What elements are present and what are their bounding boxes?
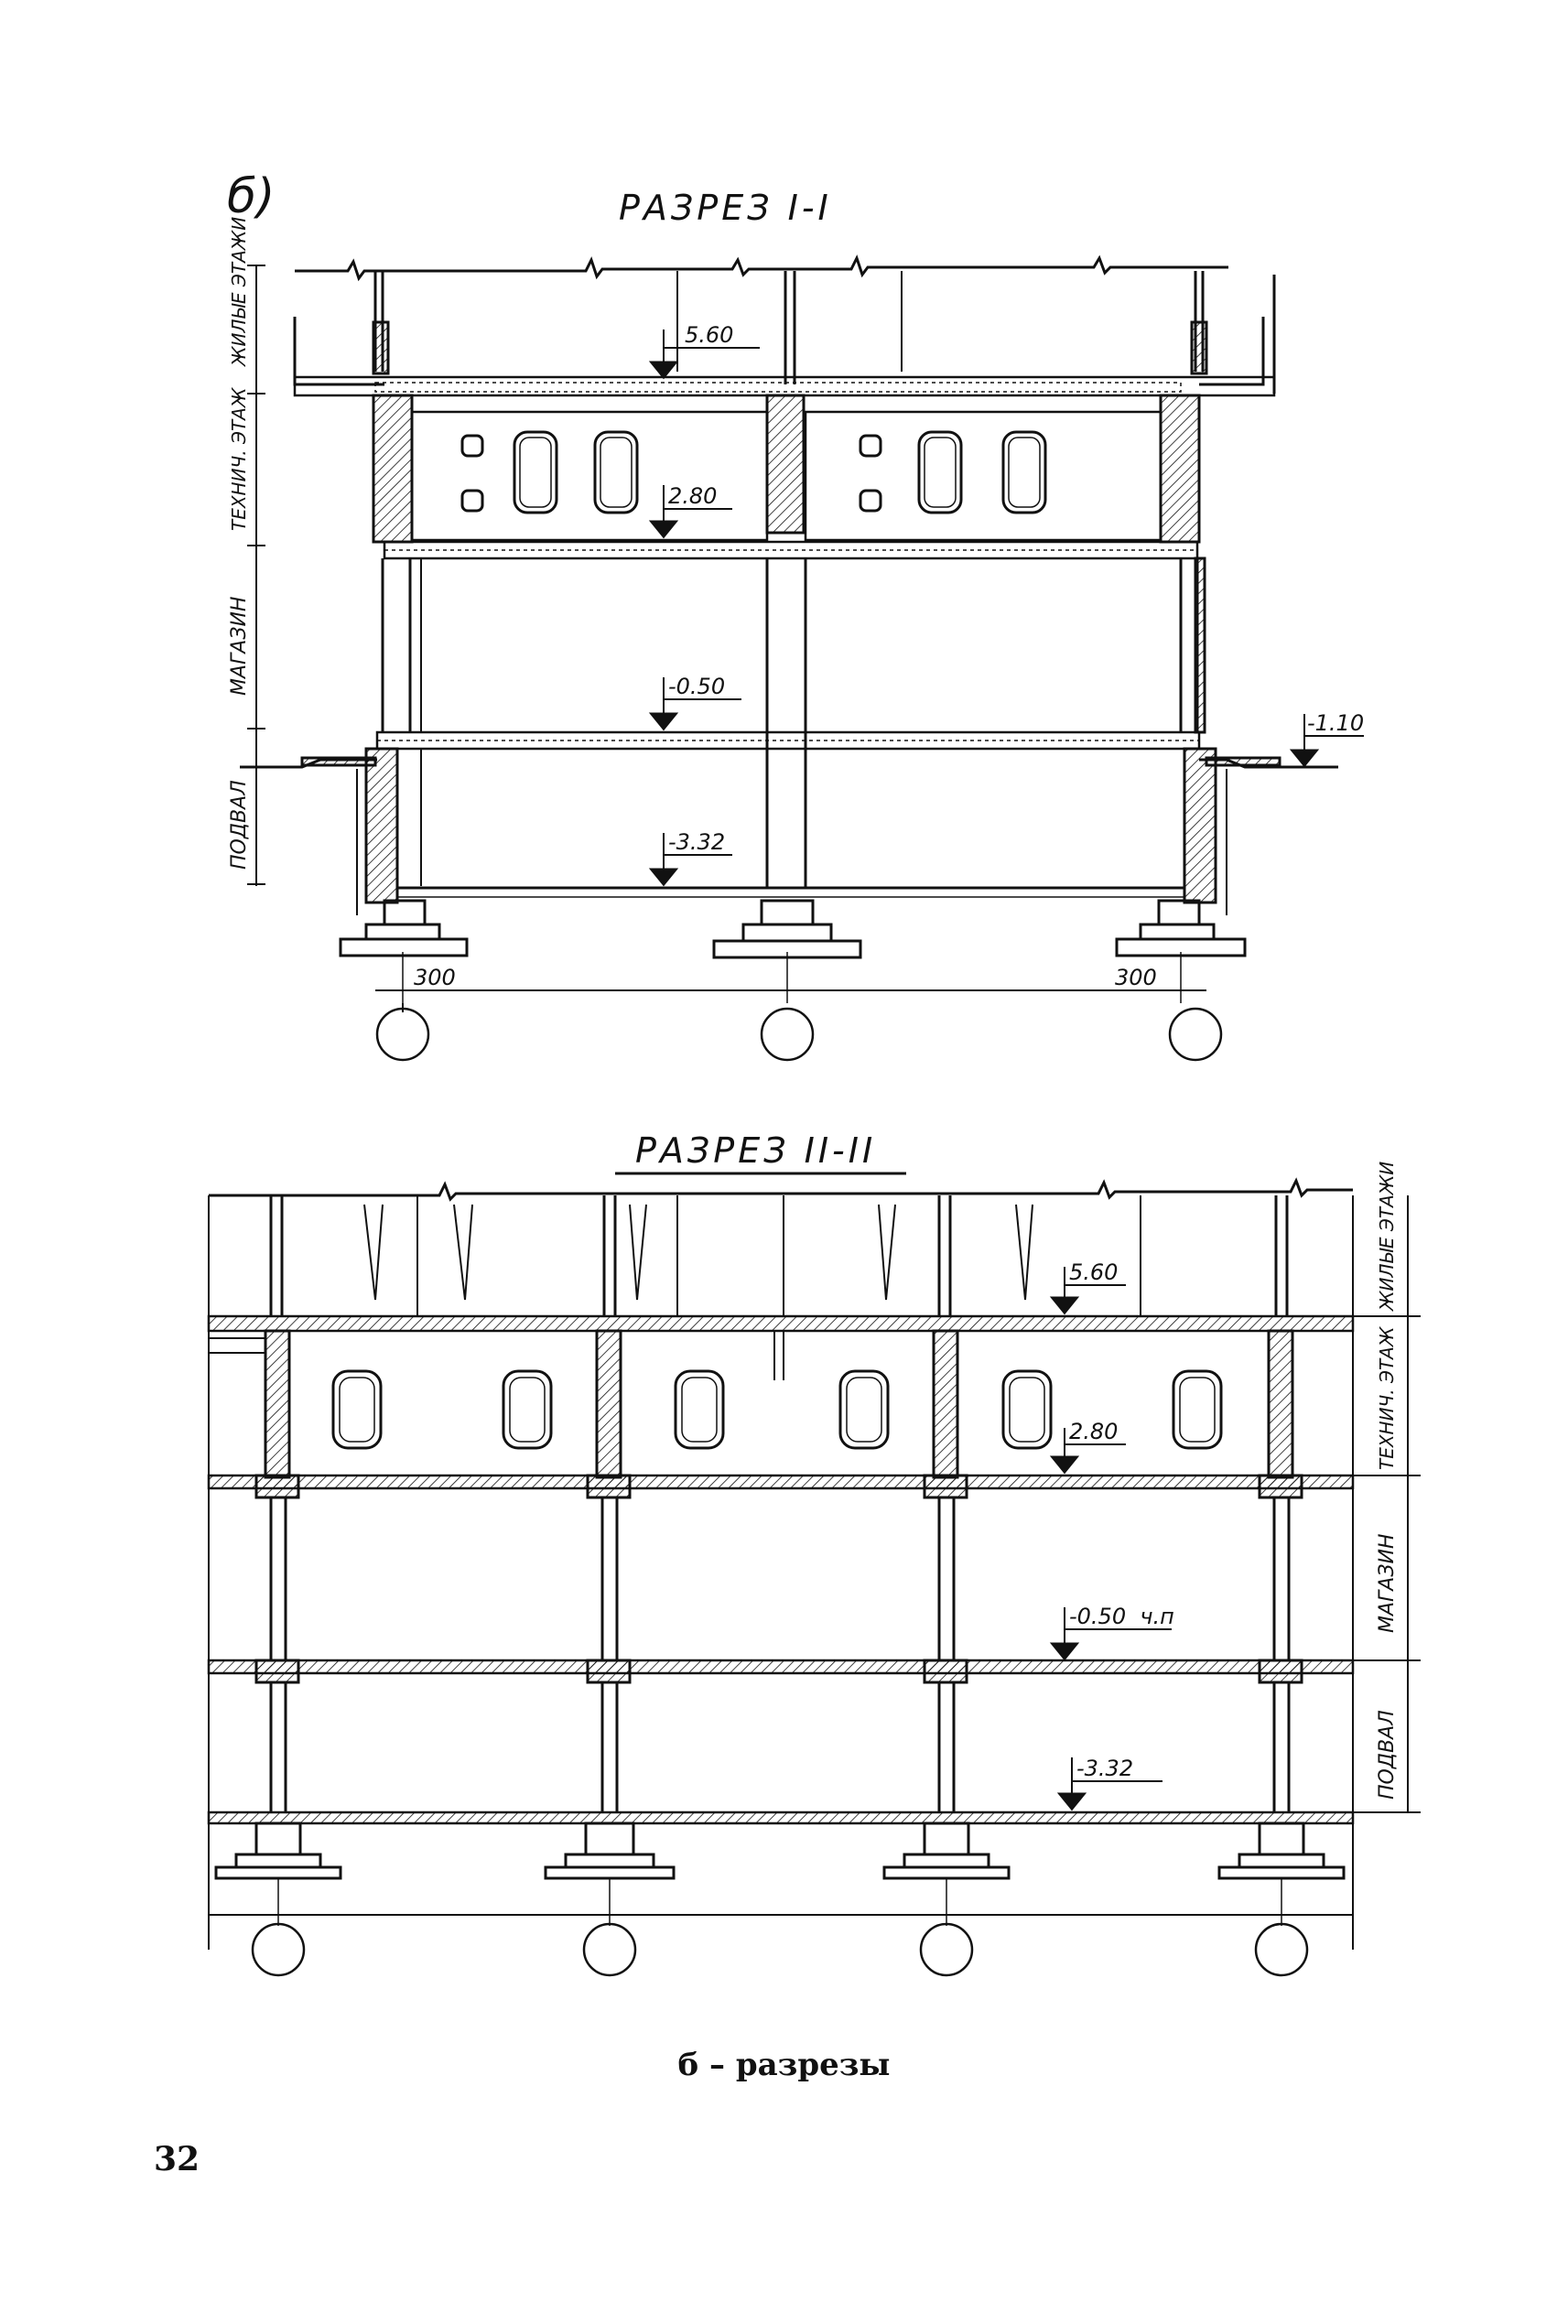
section-1-drawing [240,254,1364,1062]
section-1-dim-right: 300 [1115,965,1157,990]
figure-caption: б – разрезы [677,2047,891,2083]
section-1-dim-left: 300 [414,965,456,990]
section-1-label-basement: ПОДВАЛ [228,780,251,870]
section-1-title: РАЗРЕЗ I-I [619,188,832,228]
section-1-level-5-60: 5.60 [685,322,733,348]
section-2-label-technical: ТЕХНИЧ. ЭТАЖ [1376,1325,1398,1470]
section-1-label-residential: ЖИЛЫЕ ЭТАЖИ [228,217,250,368]
section-1-level-minus-1-10: -1.10 [1307,710,1364,736]
section-2-level-minus-0-50: -0.50 ч.п [1069,1604,1174,1629]
section-2-title: РАЗРЕЗ II-II [635,1130,876,1171]
section-2-level-2-80: 2.80 [1069,1419,1118,1444]
section-2-label-basement: ПОДВАЛ [1376,1710,1399,1800]
section-1-label-shop: МАГАЗИН [228,597,251,696]
section-2-level-5-60: 5.60 [1069,1259,1118,1285]
figure-letter: б) [227,169,275,224]
page-number: 32 [154,2140,200,2178]
section-2-drawing [207,1177,1421,1977]
section-1-level-2-80: 2.80 [668,483,717,509]
section-1-level-minus-3-32: -3.32 [668,829,725,855]
section-2-label-shop: МАГАЗИН [1376,1534,1399,1633]
section-2-label-residential: ЖИЛЫЕ ЭТАЖИ [1376,1162,1398,1313]
section-2-level-minus-3-32: -3.32 [1076,1756,1133,1781]
section-1-level-minus-0-50: -0.50 [668,674,725,699]
section-1-label-technical: ТЕХНИЧ. ЭТАЖ [228,386,250,531]
